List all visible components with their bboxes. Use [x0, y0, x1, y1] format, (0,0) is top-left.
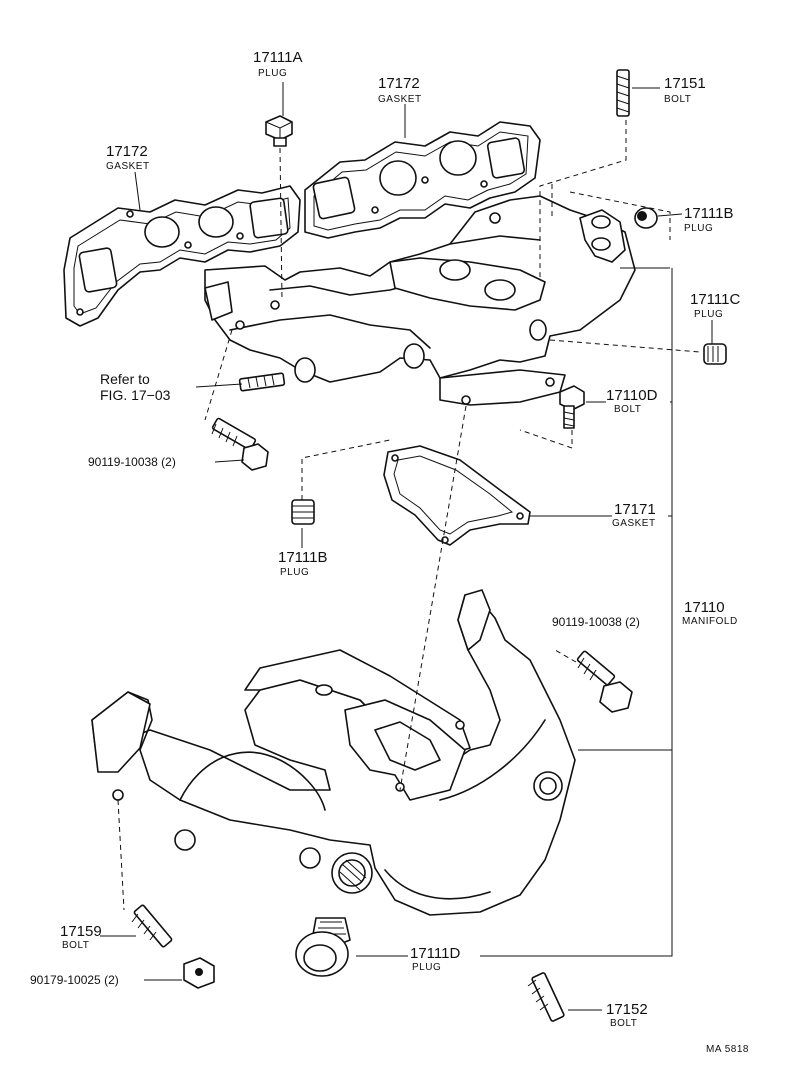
label-17110: 17110 MANIFOLD [682, 599, 738, 627]
label-17111B-left: 17111B PLUG [278, 549, 328, 578]
label-17111B-left-name: PLUG [280, 567, 309, 578]
label-17151-name: BOLT [664, 94, 691, 105]
label-17111B-left-num: 17111B [278, 549, 328, 566]
upper-manifold-drawing [204, 195, 636, 406]
gasket-17171-drawing [383, 445, 531, 546]
label-17111D-num: 17111D [410, 945, 460, 962]
label-17159-num: 17159 [60, 923, 102, 940]
bolt-90119-left-drawing [211, 417, 269, 471]
bolt-90119-right-drawing [576, 650, 633, 713]
label-17159-name: BOLT [62, 940, 89, 951]
label-17111D: 17111D PLUG [410, 945, 460, 973]
label-17172-top: 17172 GASKET [378, 75, 422, 105]
label-17152-name: BOLT [610, 1018, 637, 1029]
label-17110D-name: BOLT [614, 404, 641, 415]
leader-lines [100, 82, 713, 1011]
label-17111C-name: PLUG [694, 309, 723, 320]
label-17152: 17152 BOLT [606, 1001, 648, 1029]
gasket-left-drawing [63, 185, 301, 327]
figure-code: MA 5818 [706, 1044, 749, 1055]
bolt-17159-drawing [131, 904, 173, 948]
label-17111B-right-num: 17111B [684, 205, 734, 222]
bolt-17151-drawing [616, 69, 630, 117]
plug-17111C-drawing [703, 343, 727, 365]
label-17110D: 17110D BOLT [606, 387, 658, 415]
bolt-17110D-drawing [559, 385, 585, 429]
label-90119-left: 90119-10038 (2) [88, 455, 176, 469]
label-17110-num: 17110 [684, 599, 725, 616]
refer-line1: Refer to [100, 371, 150, 387]
label-17110-name: MANIFOLD [682, 616, 738, 627]
label-17172-top-name: GASKET [378, 94, 422, 105]
label-90119-right-num: 90119-10038 (2) [552, 615, 640, 629]
alignment-lines [117, 120, 701, 911]
label-17110D-num: 17110D [606, 387, 658, 404]
label-17111A-name: PLUG [258, 68, 287, 79]
plug-17111A-drawing [265, 115, 293, 147]
label-17111A: 17111A PLUG [253, 49, 303, 79]
label-17171-name: GASKET [612, 518, 656, 529]
label-17172-left-name: GASKET [106, 161, 150, 172]
label-17111D-name: PLUG [412, 962, 441, 973]
label-90179-num: 90179-10025 (2) [30, 973, 119, 987]
label-17111A-num: 17111A [253, 49, 303, 66]
label-17151-num: 17151 [664, 75, 706, 92]
gasket-top-drawing [304, 121, 541, 239]
label-17172-left-num: 17172 [106, 143, 148, 160]
label-90119-left-num: 90119-10038 (2) [88, 455, 176, 469]
label-17111B-right-name: PLUG [684, 223, 713, 234]
label-17111C: 17111C PLUG [690, 291, 740, 320]
label-refer: Refer to FIG. 17−03 [100, 371, 171, 403]
label-17111B-right: 17111B PLUG [684, 205, 734, 234]
label-17111C-num: 17111C [690, 291, 740, 308]
label-17152-num: 17152 [606, 1001, 648, 1018]
lower-manifold-drawing [91, 589, 576, 916]
label-90179: 90179-10025 (2) [30, 973, 119, 987]
plug-17111B-right-drawing [634, 207, 658, 229]
stud-refer-drawing [238, 372, 286, 392]
label-17172-left: 17172 GASKET [106, 143, 150, 172]
nut-90179-drawing [183, 957, 215, 989]
label-90119-right: 90119-10038 (2) [552, 615, 640, 629]
bolt-17152-drawing [527, 972, 565, 1022]
label-17172-top-num: 17172 [378, 75, 420, 92]
label-17151: 17151 BOLT [664, 75, 706, 105]
refer-line2: FIG. 17−03 [100, 387, 171, 403]
plug-17111B-left-drawing [291, 499, 315, 525]
label-17171-num: 17171 [614, 501, 656, 518]
label-17171: 17171 GASKET [612, 501, 656, 529]
plug-17111D-drawing [295, 917, 351, 977]
label-17159: 17159 BOLT [60, 923, 102, 951]
